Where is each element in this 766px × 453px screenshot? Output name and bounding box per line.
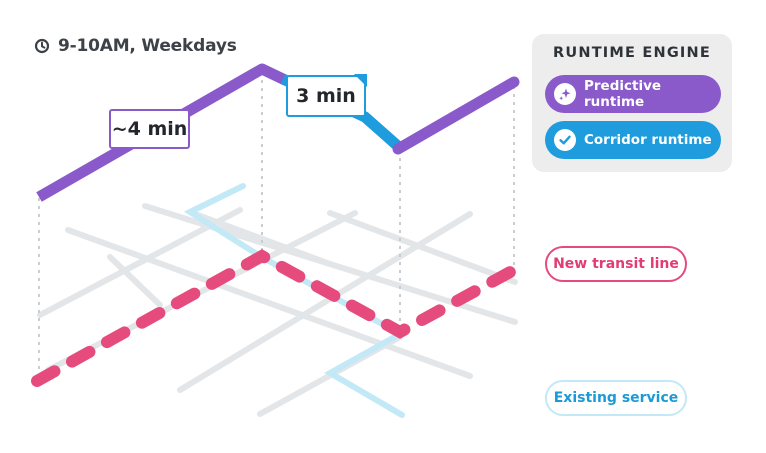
predictive-runtime-segment xyxy=(36,63,288,202)
existing-service-label: Existing service xyxy=(553,390,679,406)
runtime-engine-title: RUNTIME ENGINE xyxy=(553,45,711,61)
new-transit-line-pill[interactable]: New transit line xyxy=(545,246,687,282)
corridor-runtime-button[interactable]: Corridor runtime xyxy=(545,121,721,159)
segment-label-predictive-text: ~4 min xyxy=(111,118,188,140)
corridor-runtime-label: Corridor runtime xyxy=(584,132,712,148)
time-range-header: 9-10AM, Weekdays xyxy=(34,36,237,56)
segment-label-corridor-text: 3 min xyxy=(296,85,356,107)
drop-lines xyxy=(38,72,515,378)
new-transit-line-route xyxy=(31,249,518,387)
segment-label-predictive: ~4 min xyxy=(109,109,190,149)
predictive-runtime-segment-2 xyxy=(392,76,520,155)
segment-label-corridor: 3 min xyxy=(286,74,367,117)
predictive-runtime-label: Predictive runtime xyxy=(584,78,662,110)
sparkle-icon xyxy=(554,83,576,105)
new-transit-line-label: New transit line xyxy=(553,256,679,272)
predictive-runtime-button[interactable]: Predictive runtime xyxy=(545,75,721,113)
corner-fold xyxy=(354,74,367,87)
clock-icon xyxy=(34,38,50,54)
checkmark-icon xyxy=(554,129,576,151)
time-range-text: 9-10AM, Weekdays xyxy=(58,36,237,56)
existing-service-pill[interactable]: Existing service xyxy=(545,380,687,416)
runtime-engine-panel: RUNTIME ENGINE Predictive runtime Corrid… xyxy=(532,34,732,172)
